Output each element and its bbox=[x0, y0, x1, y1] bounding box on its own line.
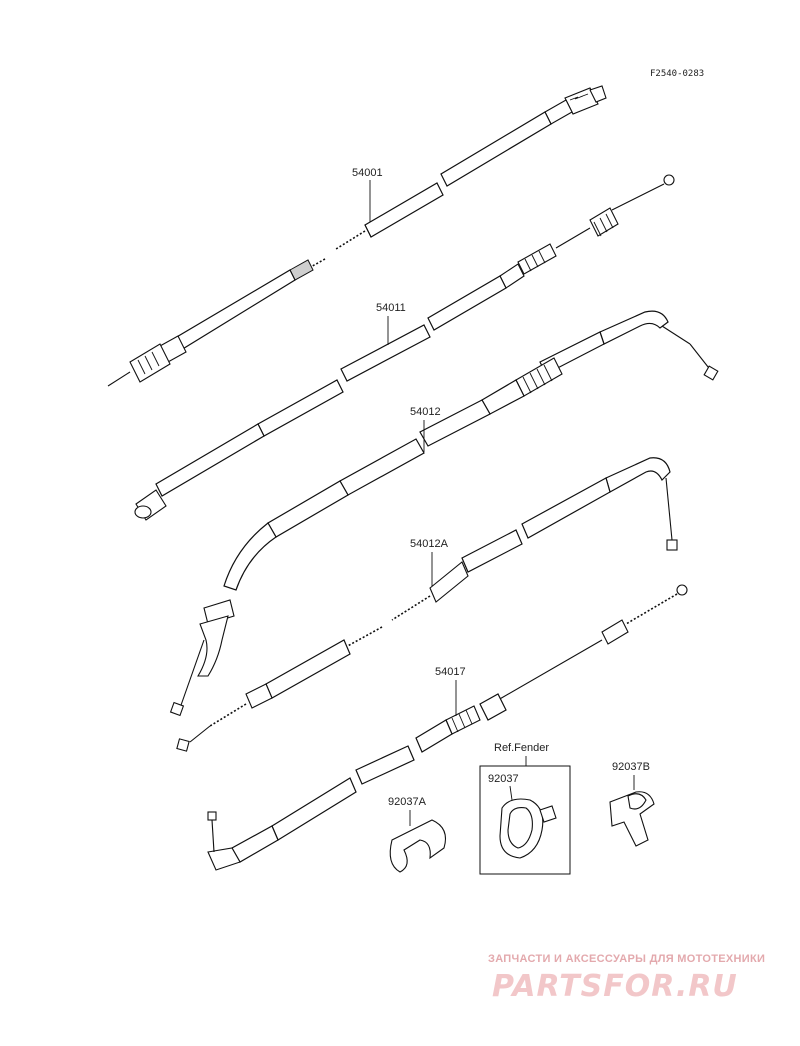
label-54012: 54012 bbox=[410, 406, 441, 418]
label-54017: 54017 bbox=[435, 666, 466, 678]
watermark-tagline: ЗАПЧАСТИ И АКСЕССУАРЫ ДЛЯ МОТОТЕХНИКИ bbox=[488, 953, 765, 965]
ref-fender-box bbox=[479, 765, 571, 875]
cable-54017 bbox=[207, 584, 688, 871]
figure-code: F2540-0283 bbox=[650, 69, 704, 79]
cable-54012 bbox=[169, 310, 719, 717]
cable-54012a bbox=[176, 457, 678, 752]
label-54011: 54011 bbox=[376, 302, 406, 314]
cable-54011 bbox=[134, 174, 675, 521]
label-92037: 92037 bbox=[488, 773, 519, 785]
label-92037a: 92037A bbox=[388, 796, 427, 808]
clamp-92037a bbox=[389, 819, 447, 873]
label-54012a: 54012A bbox=[410, 538, 449, 550]
cable-54001 bbox=[107, 85, 607, 387]
label-92037b: 92037B bbox=[612, 761, 650, 773]
label-ref-fender: Ref.Fender bbox=[494, 742, 549, 754]
label-54001: 54001 bbox=[352, 167, 383, 179]
clamp-92037 bbox=[499, 798, 557, 859]
watermark-brand: PARTSFOR.RU bbox=[492, 969, 738, 1004]
clip-92037b bbox=[609, 791, 655, 847]
